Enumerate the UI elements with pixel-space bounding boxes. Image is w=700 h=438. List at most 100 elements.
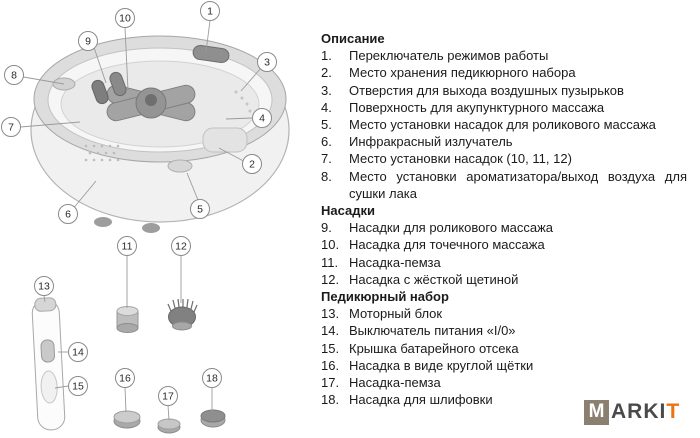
logo-text: ARKI (611, 400, 667, 423)
item-label: Моторный блок (349, 306, 443, 322)
item-label: Насадка для точечного массажа (349, 237, 545, 253)
item-number: 6. (321, 134, 332, 150)
item-number: 8. (321, 168, 332, 184)
power-switch (40, 339, 56, 363)
callout-16: 16 (115, 368, 135, 388)
legend-item-10: 10. Насадка для точечного массажа (321, 236, 687, 253)
svg-text:11: 11 (122, 241, 133, 253)
foot-bath-illustration (30, 35, 290, 233)
item-label: Место установки насадок (10, 11, 12) (349, 151, 572, 167)
svg-text:8: 8 (11, 70, 17, 82)
item-label: Выключатель питания «I/0» (349, 323, 516, 339)
roller-socket (167, 159, 193, 173)
item-number: 3. (321, 82, 332, 98)
legend-item-18: 18. Насадка для шлифовки (321, 391, 687, 408)
item-number: 2. (321, 65, 332, 81)
legend-item-14: 14. Выключатель питания «I/0» (321, 322, 687, 339)
callout-10: 10 (115, 8, 135, 28)
item-label: Насадка для шлифовки (349, 392, 493, 408)
mode-switch (192, 44, 230, 64)
item-label: Насадка в виде круглой щётки (349, 357, 534, 373)
callout-2: 2 (242, 154, 262, 174)
item-label: Отверстия для выхода воздушных пузырьков (349, 82, 624, 98)
svg-text:13: 13 (38, 281, 50, 293)
callout-8: 8 (4, 65, 24, 85)
stiff-brush-attachment (167, 298, 198, 331)
markit-logo: M ARKI T (584, 399, 679, 425)
callout-13: 13 (34, 276, 54, 296)
item-label: Место установки ароматизатора/выход возд… (349, 168, 687, 201)
logo-accent-letter: T (666, 400, 680, 423)
acupuncture-dots (84, 144, 120, 162)
legend-item-17: 17. Насадка-пемза (321, 374, 687, 391)
svg-text:7: 7 (8, 122, 14, 134)
legend-item-8: 8. Место установки ароматизатора/выход в… (321, 168, 687, 202)
callout-11: 11 (117, 236, 137, 256)
item-label: Место хранения педикюрного набора (349, 65, 576, 81)
callout-18: 18 (202, 368, 222, 388)
legend-item-11: 11. Насадка-пемза (321, 254, 687, 271)
massage-console (91, 71, 196, 173)
massage-roller (109, 71, 127, 97)
round-brush-attachment (113, 410, 141, 429)
item-number: 9. (321, 220, 332, 236)
legend-item-3: 3. Отверстия для выхода воздушных пузырь… (321, 82, 687, 99)
callout-5: 5 (190, 199, 210, 219)
item-label: Место установки насадок для роликового м… (349, 117, 656, 133)
callout-1: 1 (200, 1, 220, 21)
svg-text:18: 18 (206, 373, 218, 385)
callout-6: 6 (58, 204, 78, 224)
leader-lines (20, 20, 262, 421)
legend-item-15: 15. Крышка батарейного отсека (321, 340, 687, 357)
callout-7: 7 (1, 117, 21, 137)
svg-text:16: 16 (119, 373, 131, 385)
item-label: Насадка-пемза (349, 254, 441, 270)
svg-text:9: 9 (85, 36, 91, 48)
svg-text:4: 4 (259, 113, 265, 125)
legend-item-1: 1. Переключатель режимов работы (321, 47, 687, 64)
motor-block (31, 297, 66, 431)
legend-item-5: 5. Место установки насадок для роликовог… (321, 116, 687, 133)
item-label: Насадка-пемза (349, 375, 441, 391)
item-number: 4. (321, 99, 332, 115)
item-label: Инфракрасный излучатель (349, 134, 513, 150)
legend-item-4: 4. Поверхность для акупунктурного массаж… (321, 99, 687, 116)
svg-text:12: 12 (175, 241, 187, 253)
legend-item-2: 2. Место хранения педикюрного набора (321, 64, 687, 81)
battery-cover (40, 370, 58, 404)
svg-text:17: 17 (162, 391, 174, 403)
item-number: 18. (321, 392, 340, 408)
item-label: Насадки для роликового массажа (349, 220, 554, 236)
bubble-holes (234, 90, 252, 113)
product-diagram: 1 2 3 4 5 6 7 8 9 10 11 12 13 14 15 (1, 1, 290, 434)
svg-text:3: 3 (264, 57, 270, 69)
callout-17: 17 (158, 386, 178, 406)
item-number: 7. (321, 151, 332, 167)
legend-item-13: 13. Моторный блок (321, 305, 687, 322)
item-label: Поверхность для акупунктурного массажа (349, 99, 605, 115)
legend-item-12: 12. Насадка с жёсткой щетиной (321, 271, 687, 288)
item-number: 16. (321, 357, 340, 373)
item-label: Переключатель режимов работы (349, 48, 549, 64)
item-label: Крышка батарейного отсека (349, 340, 519, 356)
legend-item-16: 16. Насадка в виде круглой щётки (321, 357, 687, 374)
section-title-attachments: Насадки (321, 203, 375, 219)
callout-14: 14 (68, 342, 88, 362)
callout-15: 15 (68, 376, 88, 396)
svg-text:5: 5 (197, 204, 203, 216)
item-number: 11. (321, 254, 339, 270)
legend-item-6: 6. Инфракрасный излучатель (321, 133, 687, 150)
svg-text:10: 10 (119, 13, 131, 25)
item-number: 12. (321, 271, 340, 287)
legend-item-7: 7. Место установки насадок (10, 11, 12) (321, 150, 687, 167)
item-number: 5. (321, 117, 332, 133)
storage-recess (202, 127, 248, 153)
legend-item-9: 9. Насадки для роликового массажа (321, 219, 687, 236)
item-number: 10. (321, 237, 340, 253)
svg-text:1: 1 (207, 6, 213, 18)
svg-text:6: 6 (65, 209, 71, 221)
section-title-description: Описание (321, 31, 385, 46)
pumice-attachment (116, 306, 139, 333)
item-number: 14. (321, 323, 340, 339)
